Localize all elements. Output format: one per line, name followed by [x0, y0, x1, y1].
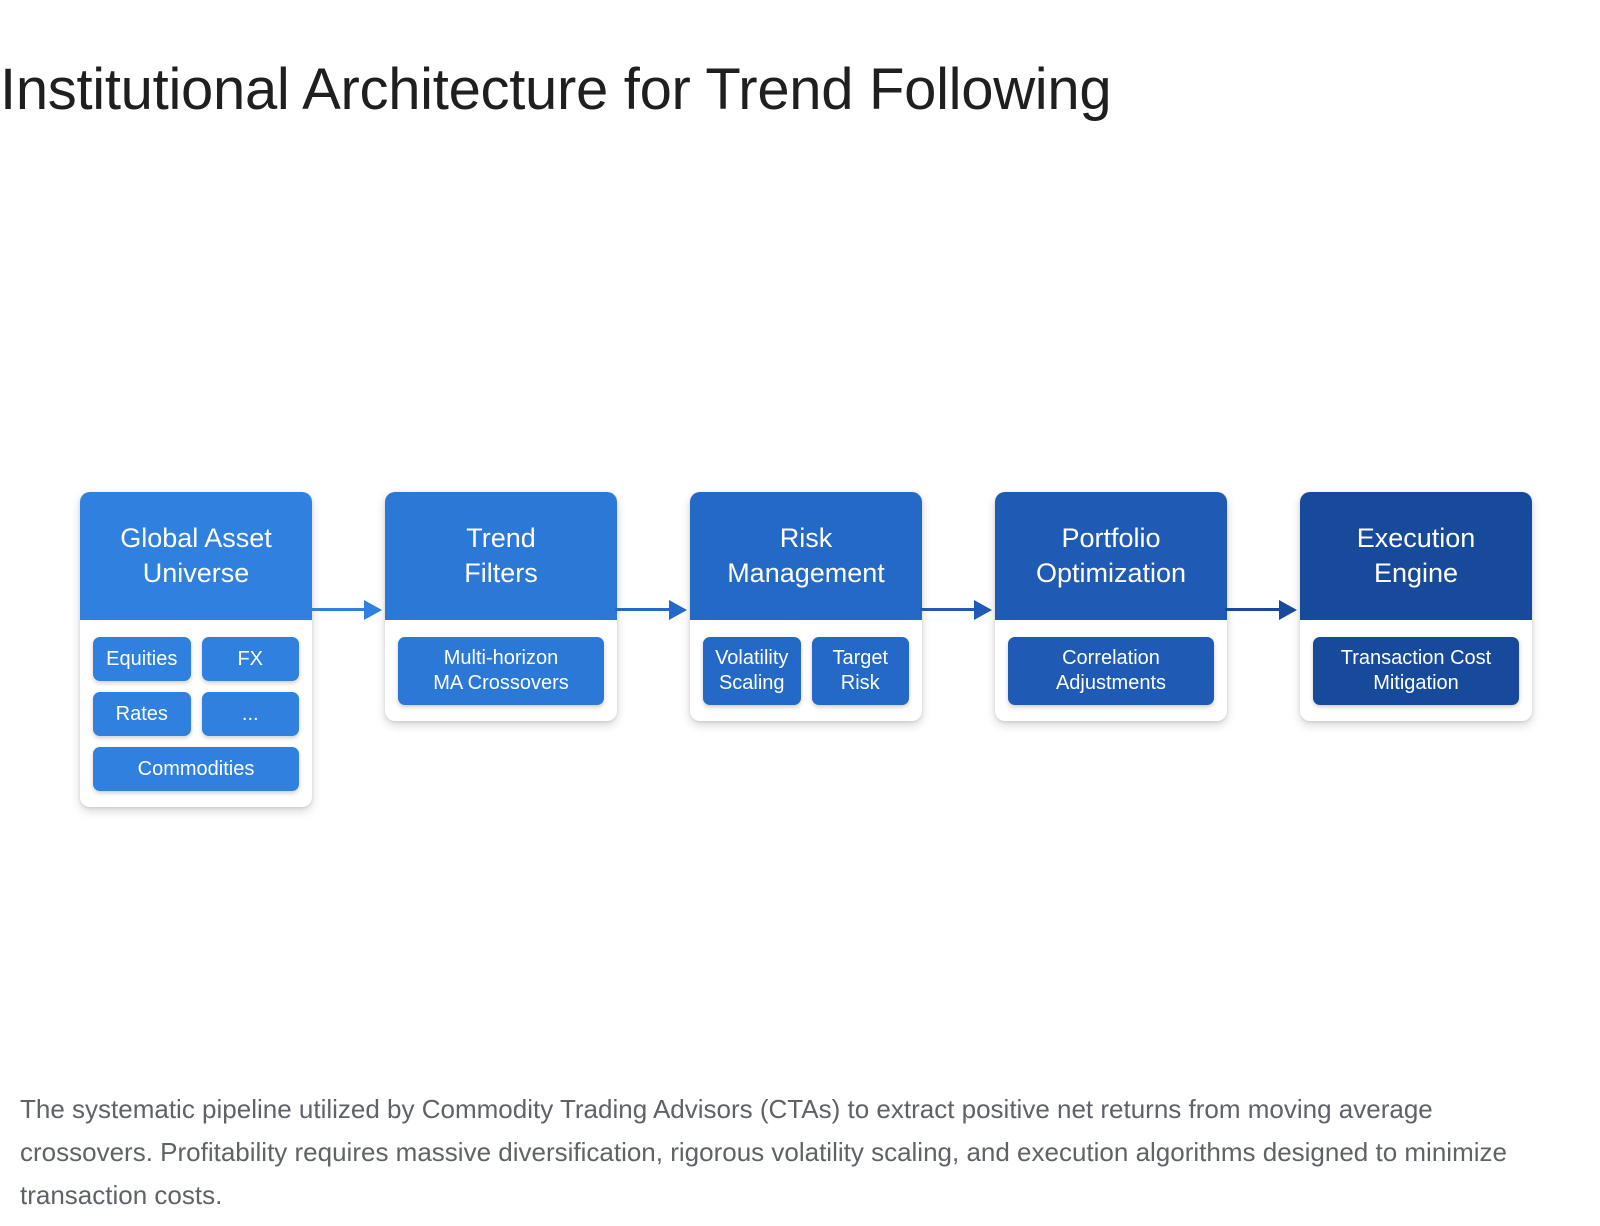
stage-title: Execution Engine — [1356, 523, 1476, 588]
stage-header: Risk Management — [690, 492, 922, 620]
chip-more: ... — [201, 692, 299, 736]
figure-caption: The systematic pipeline utilized by Comm… — [20, 1094, 1507, 1210]
stage-title: Trend Filters — [464, 523, 538, 588]
chip-multi-horizon-ma-crossovers: Multi-horizon MA Crossovers — [398, 637, 604, 705]
arrow-head-icon — [974, 600, 992, 620]
arrow-shaft — [920, 608, 976, 611]
chip-commodities: Commodities — [93, 747, 299, 791]
stage-trend-filters: Trend Filters Multi-horizon MA Crossover… — [385, 492, 617, 721]
flow-arrow — [920, 600, 992, 620]
chip-fx: FX — [201, 637, 299, 681]
stage-body: Correlation Adjustments — [995, 620, 1227, 721]
stage-header: Execution Engine — [1300, 492, 1532, 620]
stage-risk-management: Risk Management Volatility Scaling Targe… — [690, 492, 922, 721]
stage-body: Volatility Scaling Target Risk — [690, 620, 922, 721]
flow-arrow — [615, 600, 687, 620]
stage-global-asset-universe: Global Asset Universe Equities FX Rates … — [80, 492, 312, 807]
stage-title: Global Asset Universe — [120, 523, 272, 588]
chip-rates: Rates — [93, 692, 191, 736]
chip-equities: Equities — [93, 637, 191, 681]
arrow-shaft — [615, 608, 671, 611]
stage-body: Transaction Cost Mitigation — [1300, 620, 1532, 721]
chip-target-risk: Target Risk — [811, 637, 909, 705]
stage-header: Global Asset Universe — [80, 492, 312, 620]
arrow-head-icon — [364, 600, 382, 620]
page-title: Institutional Architecture for Trend Fol… — [0, 57, 1112, 122]
stage-header: Portfolio Optimization — [995, 492, 1227, 620]
chip-correlation-adjustments: Correlation Adjustments — [1008, 637, 1214, 705]
arrow-head-icon — [669, 600, 687, 620]
stage-header: Trend Filters — [385, 492, 617, 620]
chip-volatility-scaling: Volatility Scaling — [703, 637, 801, 705]
arrow-shaft — [1225, 608, 1281, 611]
stage-title: Risk Management — [727, 523, 885, 588]
chip-transaction-cost-mitigation: Transaction Cost Mitigation — [1313, 637, 1519, 705]
flow-arrow — [310, 600, 382, 620]
stage-execution-engine: Execution Engine Transaction Cost Mitiga… — [1300, 492, 1532, 721]
stage-body: Equities FX Rates ... Commodities — [80, 620, 312, 807]
arrow-head-icon — [1279, 600, 1297, 620]
flow-arrow — [1225, 600, 1297, 620]
stage-title: Portfolio Optimization — [1035, 523, 1187, 588]
stage-portfolio-optimization: Portfolio Optimization Correlation Adjus… — [995, 492, 1227, 721]
arrow-shaft — [310, 608, 366, 611]
stage-body: Multi-horizon MA Crossovers — [385, 620, 617, 721]
